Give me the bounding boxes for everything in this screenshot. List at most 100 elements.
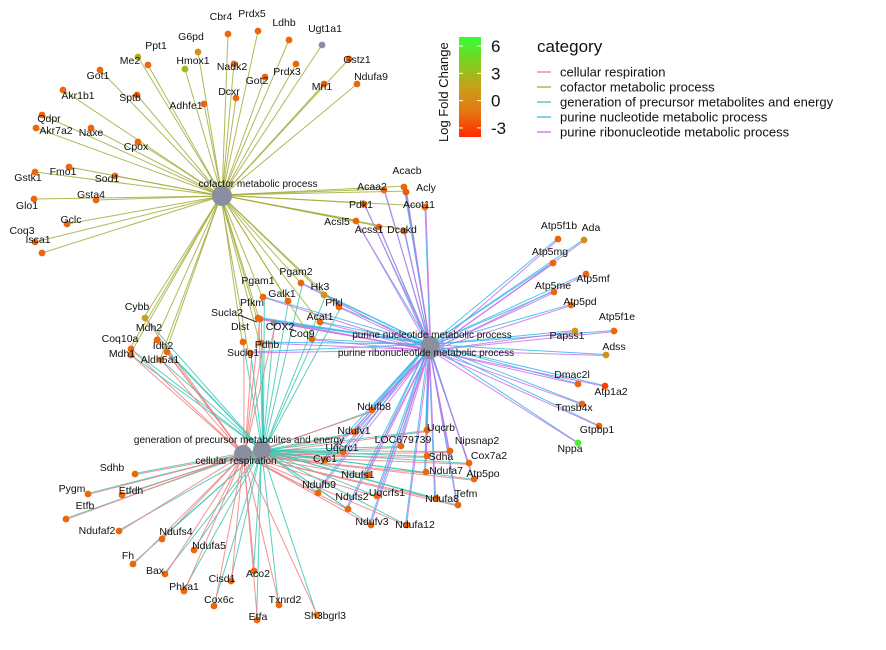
gene-node-fh[interactable] (129, 560, 137, 568)
gene-node-atp5po[interactable] (470, 475, 478, 483)
gene-node-sptb[interactable] (133, 91, 141, 99)
gene-node-ndufs4[interactable] (158, 535, 166, 543)
gene-node-pdhb[interactable] (257, 339, 265, 347)
gene-node-ndufa8[interactable] (432, 494, 440, 502)
gene-node-sh3bgrl3[interactable] (313, 611, 321, 619)
gene-node-akr7a2[interactable] (32, 124, 40, 132)
gene-node-fmo1[interactable] (65, 163, 73, 171)
gene-node-mri1[interactable] (320, 80, 328, 88)
gene-node-ndufa5[interactable] (190, 546, 198, 554)
gene-node-isca1[interactable] (38, 249, 46, 257)
gene-node-hmox1[interactable] (181, 65, 189, 73)
gene-node-atp5mf[interactable] (582, 270, 590, 278)
gene-node-sucla2[interactable] (254, 314, 262, 322)
gene-node-ndufs2[interactable] (344, 505, 352, 513)
gene-node-pfkl[interactable] (335, 303, 343, 311)
gene-node-got1[interactable] (96, 66, 104, 74)
gene-node-sdhb[interactable] (131, 470, 139, 478)
gene-node-mdh1[interactable] (127, 351, 135, 359)
gene-node-nipsnap2[interactable] (446, 447, 454, 455)
gene-node-idh2[interactable] (163, 348, 171, 356)
gene-node-acaa2[interactable] (380, 186, 388, 194)
gene-node-dcakd[interactable] (400, 227, 408, 235)
gene-node-atp5f1b[interactable] (554, 235, 562, 243)
gene-node-ndufa9[interactable] (353, 80, 361, 88)
gene-node-gclc[interactable] (63, 220, 71, 228)
gene-node-dcxr[interactable] (232, 94, 240, 102)
gene-node-etfb[interactable] (62, 515, 70, 523)
gene-node-ppt1[interactable] (144, 61, 152, 69)
gene-node-cbr4[interactable] (224, 30, 232, 38)
gene-node-dlst[interactable] (239, 338, 247, 346)
gene-node-glo1[interactable] (30, 195, 38, 203)
gene-node-atp5pd[interactable] (567, 301, 575, 309)
gene-node-papss1[interactable] (571, 327, 579, 335)
gene-node-ugt1a1[interactable] (318, 41, 326, 49)
gene-node-ndufb9[interactable] (314, 489, 322, 497)
gene-node-aco2[interactable] (250, 567, 258, 575)
gene-node-acss1[interactable] (375, 223, 383, 231)
gene-node-acly[interactable] (402, 188, 410, 196)
gene-node-loc679739[interactable] (397, 442, 405, 450)
gene-node-pgam1[interactable] (259, 293, 267, 301)
gene-node-gtpbp1[interactable] (595, 422, 603, 430)
gene-node-suclg1[interactable] (246, 349, 254, 357)
gene-node-adhfe1[interactable] (200, 100, 208, 108)
gene-node-pygm[interactable] (84, 490, 92, 498)
gene-node-cisd1[interactable] (227, 577, 235, 585)
gene-node-naxe[interactable] (87, 124, 95, 132)
gene-node-adss[interactable] (602, 351, 610, 359)
gene-node-atp1a2[interactable] (601, 382, 609, 390)
gene-node-ndufa12[interactable] (403, 521, 411, 529)
gene-node-atp5f1e[interactable] (610, 327, 618, 335)
gene-node-coq3[interactable] (31, 238, 39, 246)
gene-node-coq10a[interactable] (127, 345, 135, 353)
category-node-generation-of-precursor-metabolites-and-energy[interactable] (253, 441, 271, 459)
gene-node-cybb[interactable] (141, 314, 149, 322)
gene-node-ndufb8[interactable] (368, 406, 376, 414)
gene-node-akr1b1[interactable] (59, 86, 67, 94)
gene-node-coq9[interactable] (308, 335, 316, 343)
gene-node-prdx5[interactable] (254, 27, 262, 35)
gene-node-tmsb4x[interactable] (578, 400, 586, 408)
gene-node-nppa[interactable] (574, 439, 582, 447)
gene-node-acot11[interactable] (421, 203, 429, 211)
gene-node-nadk2[interactable] (230, 60, 238, 68)
category-node-purine-ribonucleotide-metabolic-process[interactable] (421, 341, 439, 359)
gene-node-atp5mg[interactable] (549, 259, 557, 267)
gene-node-pdk1[interactable] (360, 200, 368, 208)
gene-node-sod1[interactable] (111, 172, 119, 180)
gene-node-atp5me[interactable] (550, 288, 558, 296)
gene-node-phka1[interactable] (180, 587, 188, 595)
category-node-cofactor-metabolic-process[interactable] (212, 186, 232, 206)
gene-node-prdx3[interactable] (292, 60, 300, 68)
gene-node-ndufa7[interactable] (422, 468, 430, 476)
gene-node-ada[interactable] (580, 236, 588, 244)
gene-node-dmac2l[interactable] (574, 380, 582, 388)
gene-node-got2[interactable] (261, 73, 269, 81)
gene-node-cox2[interactable] (270, 319, 278, 327)
gene-node-cox7a2[interactable] (465, 459, 473, 467)
gene-node-ldhb[interactable] (285, 36, 293, 44)
gene-node-pgam2[interactable] (297, 279, 305, 287)
gene-node-me2[interactable] (134, 53, 142, 61)
gene-node-gstz1[interactable] (345, 55, 353, 63)
gene-node-sdha[interactable] (423, 452, 431, 460)
gene-node-galk1[interactable] (284, 297, 292, 305)
gene-node-acsl5[interactable] (352, 217, 360, 225)
gene-node-tefm[interactable] (454, 501, 462, 509)
gene-node-hk3[interactable] (320, 291, 328, 299)
gene-node-aldh5a1[interactable] (157, 356, 165, 364)
gene-node-cox6c[interactable] (210, 602, 218, 610)
gene-node-acat1[interactable] (316, 318, 324, 326)
gene-node-mdh2[interactable] (153, 336, 161, 344)
gene-node-gstk1[interactable] (31, 168, 39, 176)
gene-node-uqcrc1[interactable] (339, 448, 347, 456)
gene-node-bax[interactable] (161, 570, 169, 578)
gene-node-ndufs1[interactable] (364, 471, 372, 479)
gene-node-ndufaf2[interactable] (115, 527, 123, 535)
gene-node-qdpr[interactable] (38, 111, 46, 119)
gene-node-g6pd[interactable] (194, 48, 202, 56)
gene-node-etfa[interactable] (253, 616, 261, 624)
gene-node-etfdh[interactable] (118, 491, 126, 499)
